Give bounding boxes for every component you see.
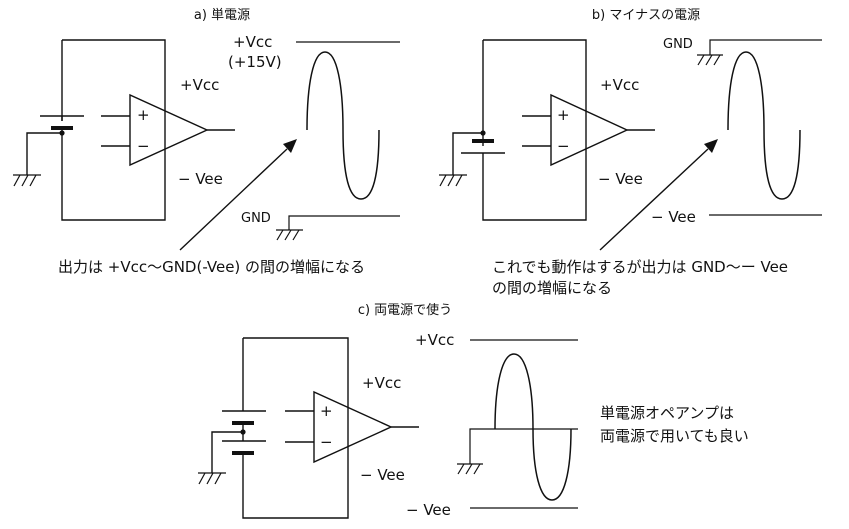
panel-c-out-top-label: +Vcc: [415, 331, 454, 349]
panel-b-opamp-plus: +: [557, 106, 570, 124]
panel-c-circuit-wiring: [242, 337, 349, 519]
panel-c-vee-label: − Vee: [360, 466, 405, 484]
panel-c-ground-icon-output: [457, 463, 483, 475]
panel-b-output-sine: [727, 51, 801, 200]
panel-a-out-top-sublabel: (+15V): [228, 53, 282, 71]
panel-b-ground-icon-output: [697, 54, 723, 66]
panel-c-ground-wire: [211, 431, 243, 473]
panel-b-title: b) マイナスの電源: [592, 8, 700, 23]
panel-c-opamp-minus: −: [320, 433, 333, 451]
panel-b-out-top-label: GND: [663, 37, 693, 52]
panel-a-caption: 出力は +Vcc〜GND(-Vee) の間の増幅になる: [58, 258, 365, 276]
panel-b-arrow-head: [704, 139, 718, 153]
panel-a-vcc-label: +Vcc: [180, 76, 219, 94]
panel-a: a) 単電源 + − +Vcc − Vee +Vcc (+15V) GND: [13, 7, 400, 276]
panel-c: c) 両電源で使う + − +Vcc − Vee +Vcc − Vee: [198, 302, 749, 519]
panel-a-opamp-symbol: [129, 93, 209, 167]
panel-a-arrow-line: [179, 148, 288, 251]
panel-a-ground-icon: [13, 174, 41, 187]
panel-b-arrow-line: [599, 148, 709, 251]
panel-b-ground-icon: [439, 174, 467, 187]
panel-c-note-line1: 単電源オペアンプは: [600, 404, 734, 422]
panel-a-gnd-level-line: [288, 215, 400, 230]
panel-c-vcc-label: +Vcc: [362, 374, 401, 392]
panel-a-out-top-label: +Vcc: [233, 33, 272, 51]
panel-a-out-bottom-label: GND: [241, 211, 271, 226]
panel-b: b) マイナスの電源 + − +Vcc − Vee GND − Vee: [439, 8, 822, 297]
panel-c-gnd-level-line: [469, 428, 578, 464]
panel-a-ground-icon-output: [276, 229, 303, 241]
panel-a-title: a) 単電源: [194, 7, 250, 23]
panel-c-out-bottom-label: − Vee: [406, 501, 451, 519]
panel-b-opamp-symbol: [550, 93, 629, 167]
panel-b-opamp-minus: −: [557, 137, 570, 155]
panel-c-ground-icon: [198, 472, 226, 485]
panel-b-caption-line2: の間の増幅になる: [492, 279, 612, 297]
panel-a-opamp-minus: −: [137, 137, 150, 155]
panel-b-gnd-level-line: [709, 39, 822, 55]
panel-a-opamp-plus: +: [137, 106, 150, 124]
panel-b-caption-line1: これでも動作はするが出力は GND〜ー Vee: [492, 258, 788, 276]
panel-c-opamp-symbol: [313, 390, 393, 464]
panel-b-vee-label: − Vee: [598, 170, 643, 188]
panel-b-ground-wire: [452, 132, 483, 175]
panel-c-note-line2: 両電源で用いても良い: [600, 427, 749, 445]
panel-b-out-bottom-label: − Vee: [651, 208, 696, 226]
panel-a-circuit-wiring: [61, 39, 166, 221]
panel-a-ground-wire: [26, 132, 62, 175]
panel-a-arrow-head: [283, 139, 297, 153]
panel-a-output-sine: [306, 51, 380, 200]
panel-c-opamp-plus: +: [320, 402, 333, 420]
panel-b-vcc-label: +Vcc: [600, 76, 639, 94]
panel-c-title: c) 両電源で使う: [358, 302, 452, 318]
panel-c-output-sine: [494, 353, 572, 501]
panel-b-circuit-wiring: [482, 39, 587, 221]
panel-a-vee-label: − Vee: [178, 170, 223, 188]
